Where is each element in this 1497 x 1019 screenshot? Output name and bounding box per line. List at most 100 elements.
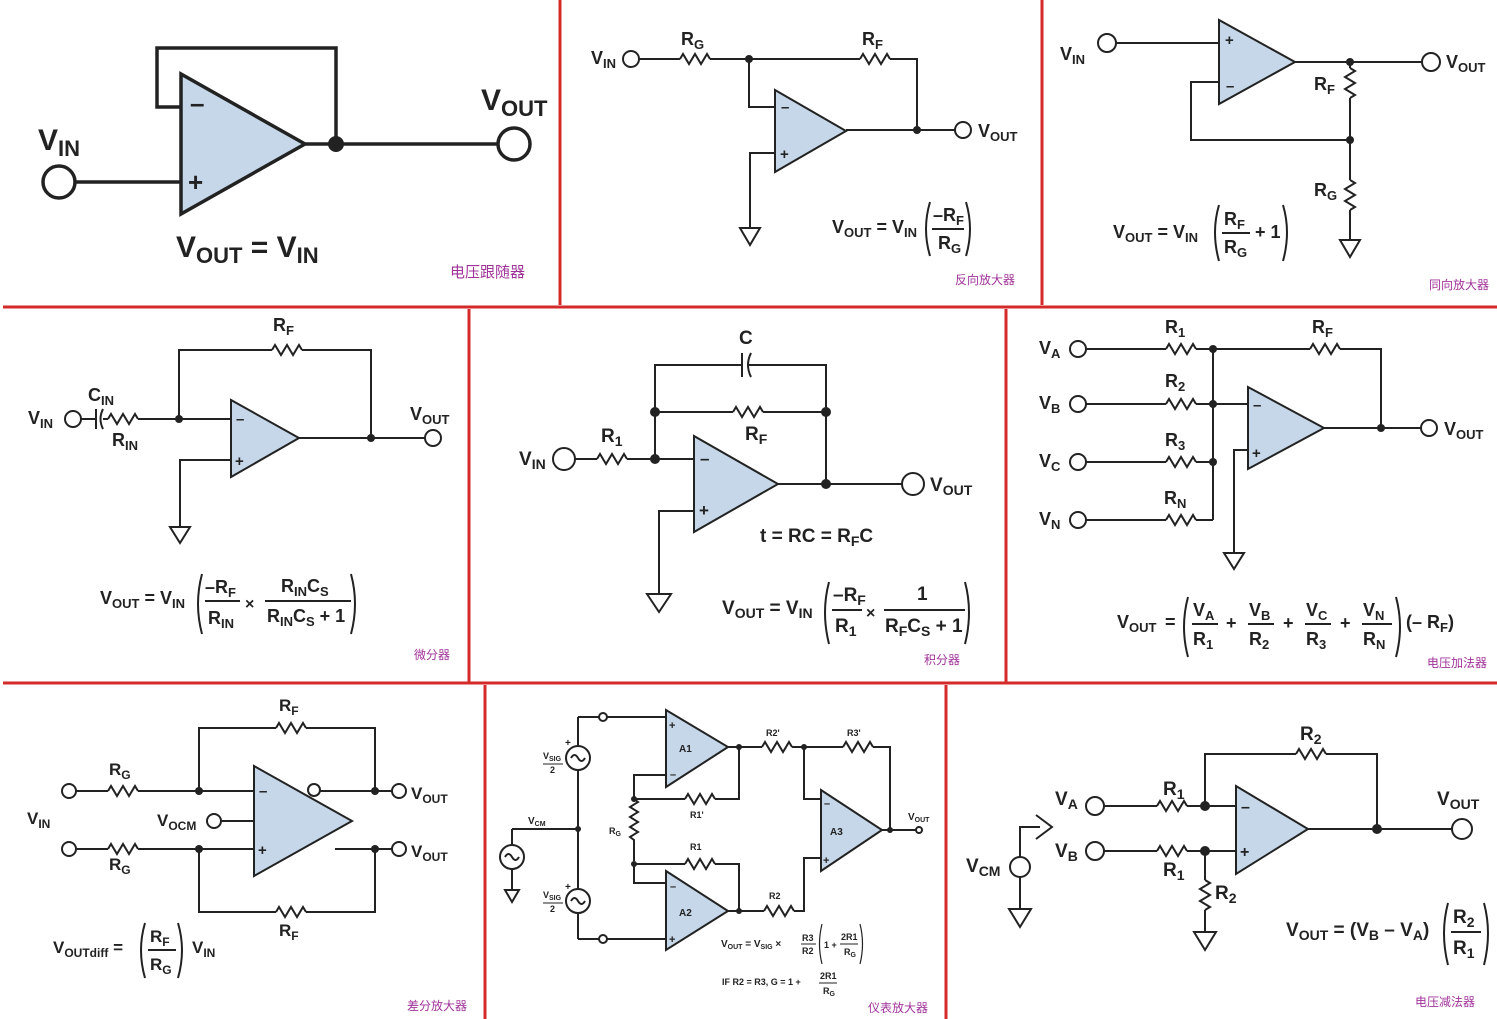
panel-caption: 反向放大器 — [955, 272, 1015, 287]
vout-minus-terminal — [391, 841, 407, 857]
vin-plus-terminal — [61, 783, 77, 799]
vin-label: VIN — [591, 48, 616, 71]
ground-icon — [503, 889, 521, 904]
panel-voltage-follower: – + VIN VOUT VOUT = VIN 电压跟随器 — [38, 46, 548, 281]
svg-text:+: + — [258, 842, 267, 859]
resistor-r2 — [1165, 398, 1197, 410]
vsig-bottom-label: VSIG 2 — [543, 890, 563, 914]
vin-terminal — [1097, 33, 1117, 53]
rf-top-label: RF — [279, 696, 299, 718]
svg-text:VOUT = VIN: VOUT = VIN — [832, 217, 917, 240]
r1-label: R1 — [1165, 317, 1185, 340]
vout-label: VOUT — [410, 404, 450, 427]
svg-text:–RF: –RF — [205, 577, 236, 600]
svg-text:1 +: 1 + — [824, 940, 837, 950]
svg-text:VOUTdiff =: VOUTdiff = — [53, 938, 123, 960]
svg-text:2R1: 2R1 — [841, 932, 858, 942]
vcm-label: VCM — [528, 816, 546, 828]
rg-label: RG — [609, 826, 622, 838]
svg-text:VIN: VIN — [192, 938, 215, 960]
svg-text:R2: R2 — [1249, 629, 1269, 652]
r2-label: R2 — [769, 891, 781, 901]
panel-differentiator: – + VIN CIN RIN RF VOUT VOUT = VIN –RF R… — [28, 315, 450, 662]
svg-text:+: + — [823, 855, 829, 867]
svg-text:+: + — [565, 738, 571, 749]
svg-text:RG: RG — [1224, 237, 1247, 260]
va-terminal — [1069, 340, 1087, 358]
rf-label: RF — [1314, 74, 1335, 97]
vin-label: VIN — [27, 809, 50, 831]
svg-text:RF: RF — [150, 927, 170, 949]
panel-differential-amplifier: – + VIN VOCM RG RG RF RF VOUT VOUT VOUTd… — [27, 696, 467, 1013]
rg-label: RG — [681, 29, 704, 52]
resistor-rf — [732, 406, 764, 418]
resistor-r2 — [763, 905, 795, 917]
svg-text:+: + — [1240, 844, 1249, 861]
panel-caption: 电压加法器 — [1427, 656, 1487, 670]
resistor-rf — [1309, 343, 1341, 355]
op-amp-symbol — [179, 71, 309, 217]
ground-icon — [1007, 908, 1033, 929]
grid-separators — [3, 0, 1497, 1019]
svg-text:2R1: 2R1 — [820, 971, 837, 981]
vb-terminal — [1085, 841, 1105, 861]
r1-label: R1 — [690, 842, 702, 852]
rg-top-label: RG — [109, 760, 131, 782]
vout-label: VOUT — [930, 475, 973, 498]
svg-text:+ 1: + 1 — [1255, 222, 1281, 242]
resistor-rin — [107, 413, 139, 425]
svg-text:VOUT: VOUT — [1117, 612, 1157, 635]
rf-label: RF — [1312, 317, 1333, 340]
resistor-r2-ground — [1199, 879, 1211, 911]
formula: VOUT = VSIG × R3 R2 1 + 2R1 RG IF R2 = R… — [721, 923, 864, 998]
resistor-rg — [628, 798, 640, 861]
rn-label: RN — [1164, 488, 1186, 511]
vout-label: VOUT — [1437, 789, 1480, 812]
panel-caption: 差分放大器 — [407, 998, 467, 1013]
svg-text:+: + — [1225, 32, 1234, 49]
panel-caption: 电压减法器 — [1415, 995, 1475, 1009]
svg-text:VOUT = VIN: VOUT = VIN — [100, 588, 185, 611]
resistor-r2-feedback — [1295, 748, 1327, 760]
panel-caption: 电压跟随器 — [450, 263, 525, 281]
ground-icon — [1222, 552, 1246, 571]
svg-text:–: – — [259, 783, 267, 800]
resistor-r1-bottom — [1156, 845, 1188, 857]
svg-text:–: – — [670, 881, 676, 893]
rf-label: RF — [273, 315, 294, 338]
vb-label: VB — [1055, 841, 1078, 864]
r1-bottom-label: R1 — [1163, 860, 1185, 883]
r1-label: R1 — [601, 426, 623, 449]
op-amp-a2 — [665, 869, 730, 952]
vcm-source — [1009, 856, 1031, 878]
resistor-r3-prime — [842, 741, 874, 753]
svg-text:VOUT = (VB – VA): VOUT = (VB – VA) — [1286, 920, 1429, 943]
svg-text:R1: R1 — [1453, 938, 1475, 961]
svg-text:VA: VA — [1193, 600, 1215, 623]
vin-label: VIN — [38, 124, 80, 161]
resistor-r1 — [596, 453, 628, 465]
svg-text:IF R2 = R3, G = 1 +: IF R2 = R3, G = 1 + — [722, 977, 801, 987]
resistor-r2-prime — [761, 741, 793, 753]
formula: VOUT = VIN –RF RIN × RINCS RINCS + 1 — [100, 573, 356, 635]
formula: VOUT = (VB – VA) R2 R1 — [1286, 902, 1489, 966]
vout-label: VOUT — [1444, 419, 1484, 442]
svg-text:VOUT = VIN: VOUT = VIN — [722, 598, 813, 621]
vc-terminal — [1069, 453, 1087, 471]
svg-text:R1: R1 — [1193, 629, 1213, 652]
va-label: VA — [1055, 789, 1078, 812]
r2-top-label: R2 — [1300, 724, 1322, 747]
vb-terminal — [1069, 395, 1087, 413]
panel-caption: 仪表放大器 — [868, 1000, 928, 1015]
vout-terminal — [1420, 419, 1438, 437]
resistor-r1-prime — [684, 793, 716, 805]
svg-text:VB: VB — [1249, 600, 1270, 623]
op-amp-symbol — [1218, 18, 1298, 106]
resistor-r3 — [1165, 456, 1197, 468]
c-label: C — [739, 328, 753, 349]
op-amp-symbol — [230, 398, 302, 479]
svg-text:–: – — [190, 88, 204, 118]
svg-text:–: – — [824, 798, 830, 810]
vout-terminal — [424, 429, 442, 447]
resistor-r1 — [1165, 343, 1197, 355]
